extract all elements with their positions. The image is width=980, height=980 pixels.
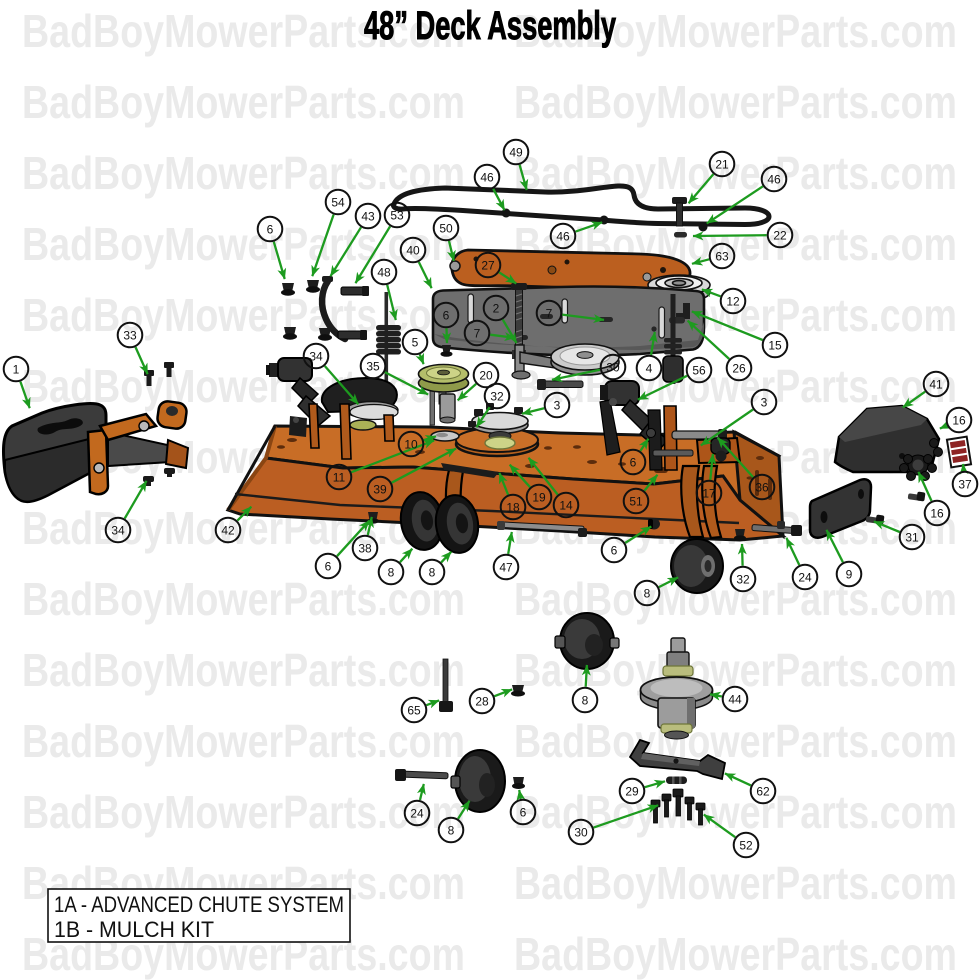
svg-text:BadBoyMowerParts.com: BadBoyMowerParts.com <box>514 857 957 909</box>
svg-text:10: 10 <box>404 437 418 451</box>
svg-text:65: 65 <box>407 703 421 717</box>
svg-text:48” Deck Assembly: 48” Deck Assembly <box>364 4 617 48</box>
svg-text:8: 8 <box>388 565 395 579</box>
svg-text:1: 1 <box>13 362 20 376</box>
svg-text:3: 3 <box>554 398 561 412</box>
svg-text:BadBoyMowerParts.com: BadBoyMowerParts.com <box>22 644 465 696</box>
svg-text:30: 30 <box>606 360 620 374</box>
svg-text:52: 52 <box>739 838 753 852</box>
svg-text:21: 21 <box>715 157 729 171</box>
svg-text:12: 12 <box>726 294 740 308</box>
svg-text:BadBoyMowerParts.com: BadBoyMowerParts.com <box>514 786 957 838</box>
svg-text:6: 6 <box>325 559 332 573</box>
svg-text:53: 53 <box>390 208 404 222</box>
svg-text:37: 37 <box>958 477 972 491</box>
svg-text:51: 51 <box>629 494 643 508</box>
svg-text:36: 36 <box>755 480 769 494</box>
svg-text:47: 47 <box>499 560 513 574</box>
svg-text:29: 29 <box>625 784 639 798</box>
svg-text:1A - ADVANCED CHUTE SYSTEM: 1A - ADVANCED CHUTE SYSTEM <box>54 892 344 917</box>
svg-text:16: 16 <box>952 413 966 427</box>
svg-text:42: 42 <box>221 523 235 537</box>
svg-text:9: 9 <box>846 567 853 581</box>
svg-text:18: 18 <box>506 500 520 514</box>
svg-text:6: 6 <box>443 308 450 322</box>
svg-text:6: 6 <box>630 455 637 469</box>
svg-text:BadBoyMowerParts.com: BadBoyMowerParts.com <box>22 573 465 625</box>
svg-text:27: 27 <box>481 258 495 272</box>
svg-text:34: 34 <box>111 523 125 537</box>
svg-text:40: 40 <box>406 243 420 257</box>
svg-text:17: 17 <box>702 486 716 500</box>
svg-text:BadBoyMowerParts.com: BadBoyMowerParts.com <box>22 76 465 128</box>
svg-text:19: 19 <box>532 490 546 504</box>
svg-text:BadBoyMowerParts.com: BadBoyMowerParts.com <box>22 786 465 838</box>
svg-text:4: 4 <box>646 361 653 375</box>
svg-text:1B - MULCH KIT: 1B - MULCH KIT <box>54 917 214 942</box>
svg-text:24: 24 <box>410 806 424 820</box>
svg-text:7: 7 <box>546 306 553 320</box>
svg-text:28: 28 <box>475 694 489 708</box>
svg-text:8: 8 <box>582 693 589 707</box>
svg-text:8: 8 <box>429 565 436 579</box>
svg-text:41: 41 <box>929 377 943 391</box>
svg-text:15: 15 <box>768 338 782 352</box>
svg-text:30: 30 <box>574 825 588 839</box>
svg-text:63: 63 <box>715 249 729 263</box>
svg-text:BadBoyMowerParts.com: BadBoyMowerParts.com <box>22 715 465 767</box>
svg-text:BadBoyMowerParts.com: BadBoyMowerParts.com <box>22 218 465 270</box>
svg-text:6: 6 <box>611 543 618 557</box>
svg-text:20: 20 <box>479 368 493 382</box>
svg-text:16: 16 <box>930 506 944 520</box>
svg-text:BadBoyMowerParts.com: BadBoyMowerParts.com <box>22 147 465 199</box>
svg-text:24: 24 <box>798 570 812 584</box>
svg-text:14: 14 <box>559 498 573 512</box>
svg-text:BadBoyMowerParts.com: BadBoyMowerParts.com <box>514 76 957 128</box>
svg-text:BadBoyMowerParts.com: BadBoyMowerParts.com <box>514 715 957 767</box>
svg-text:5: 5 <box>412 335 419 349</box>
svg-text:22: 22 <box>773 228 787 242</box>
svg-text:32: 32 <box>736 572 750 586</box>
svg-text:8: 8 <box>644 586 651 600</box>
svg-text:48: 48 <box>377 265 391 279</box>
svg-text:62: 62 <box>756 784 770 798</box>
svg-text:46: 46 <box>480 170 494 184</box>
svg-text:7: 7 <box>474 326 481 340</box>
svg-text:46: 46 <box>556 229 570 243</box>
svg-text:43: 43 <box>361 209 375 223</box>
svg-text:26: 26 <box>732 361 746 375</box>
svg-text:6: 6 <box>520 805 527 819</box>
svg-text:BadBoyMowerParts.com: BadBoyMowerParts.com <box>22 5 465 57</box>
svg-text:32: 32 <box>490 389 504 403</box>
svg-text:35: 35 <box>366 359 380 373</box>
svg-text:3: 3 <box>761 395 768 409</box>
svg-text:44: 44 <box>728 692 742 706</box>
svg-text:33: 33 <box>123 328 137 342</box>
svg-text:8: 8 <box>448 823 455 837</box>
svg-text:6: 6 <box>267 222 274 236</box>
svg-text:54: 54 <box>331 195 345 209</box>
svg-text:56: 56 <box>692 363 706 377</box>
svg-text:50: 50 <box>439 221 453 235</box>
svg-text:38: 38 <box>358 541 372 555</box>
svg-text:49: 49 <box>509 145 523 159</box>
svg-text:31: 31 <box>905 530 919 544</box>
svg-text:BadBoyMowerParts.com: BadBoyMowerParts.com <box>514 5 957 57</box>
svg-text:BadBoyMowerParts.com: BadBoyMowerParts.com <box>514 928 957 980</box>
svg-text:34: 34 <box>309 349 323 363</box>
svg-text:11: 11 <box>333 470 346 484</box>
svg-text:39: 39 <box>373 482 387 496</box>
svg-text:46: 46 <box>767 172 781 186</box>
svg-text:2: 2 <box>493 301 500 315</box>
